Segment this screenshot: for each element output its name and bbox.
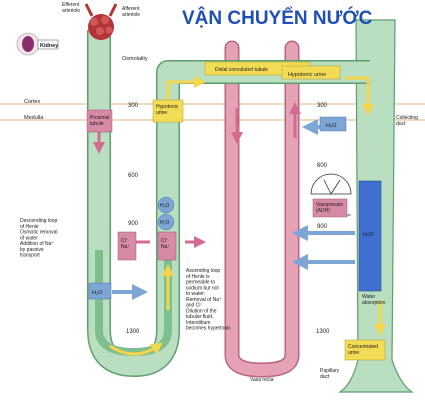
vasa-recta-label: Vasa recta bbox=[250, 377, 274, 383]
concentrated-urine-badge bbox=[344, 339, 386, 361]
osmolality-value-900-right: 900 bbox=[317, 224, 328, 230]
distal-flow-arrow bbox=[166, 76, 206, 100]
hypotonic-flow-arrow bbox=[345, 76, 374, 116]
vasa-recta-tube bbox=[224, 40, 300, 378]
collecting-h2o-badge bbox=[319, 116, 347, 132]
descending-h2o-badge bbox=[88, 282, 112, 300]
loop-h2o-label-1: H₂O bbox=[160, 203, 170, 209]
afferent-arteriole bbox=[108, 3, 118, 17]
hypotonic-urine-label: Hypotonic urine bbox=[288, 72, 326, 78]
page-title: VẬN CHUYỂN NƯỚC bbox=[182, 7, 373, 29]
loop-bottom-arrow bbox=[109, 342, 163, 356]
kidney-icon bbox=[16, 32, 59, 56]
vasopressin-label: Vasopressin(ADH) bbox=[316, 202, 343, 214]
ascending-cl-label: Cl⁻Na⁺ bbox=[161, 238, 170, 250]
collecting-bar-h2o-label: H₂O bbox=[363, 232, 374, 238]
ascending-cl-badge bbox=[157, 231, 177, 261]
osmolality-value-300-right: 300 bbox=[317, 103, 328, 109]
efferent-arteriole bbox=[84, 3, 94, 17]
osmolality-value-600-left: 600 bbox=[128, 173, 139, 179]
vasopressin-sensor bbox=[310, 173, 352, 195]
descending-cl-badge bbox=[117, 231, 137, 261]
medulla-label: Medulla bbox=[24, 115, 44, 121]
osmolality-value-1300-left: 1300 bbox=[126, 329, 140, 335]
osmolality-value-900-left: 900 bbox=[128, 221, 139, 227]
kidney-label: Kidney bbox=[40, 43, 59, 49]
loop-h2o-badge-1 bbox=[157, 196, 175, 214]
osmolality-value-1300-right: 1300 bbox=[316, 329, 330, 335]
descending-cl-label: Cl⁻Na⁺ bbox=[121, 238, 130, 250]
osmolality-label: Osmolality bbox=[122, 56, 148, 62]
collecting-h2o-label: H₂O bbox=[326, 123, 337, 129]
hypotonic-badge-right bbox=[281, 65, 341, 80]
collecting-blue-bar bbox=[358, 180, 382, 292]
osmolality-value-300-left: 300 bbox=[128, 103, 139, 109]
loop-lumen bbox=[95, 250, 172, 357]
distal-label: Distal convoluted tubule bbox=[215, 67, 268, 73]
loop-h2o-label-2: H₂O bbox=[160, 220, 170, 226]
cortex-label: Cortex bbox=[24, 99, 40, 105]
loop-h2o-badge-2 bbox=[157, 213, 175, 231]
proximal-badge bbox=[86, 109, 113, 133]
hypotonic-badge-left bbox=[152, 99, 184, 123]
descending-h2o-label: H₂O bbox=[92, 290, 103, 296]
vasa-recta-fill bbox=[226, 42, 298, 377]
vasopressin-badge bbox=[312, 198, 348, 218]
osmolality-value-600-right: 600 bbox=[317, 163, 328, 169]
